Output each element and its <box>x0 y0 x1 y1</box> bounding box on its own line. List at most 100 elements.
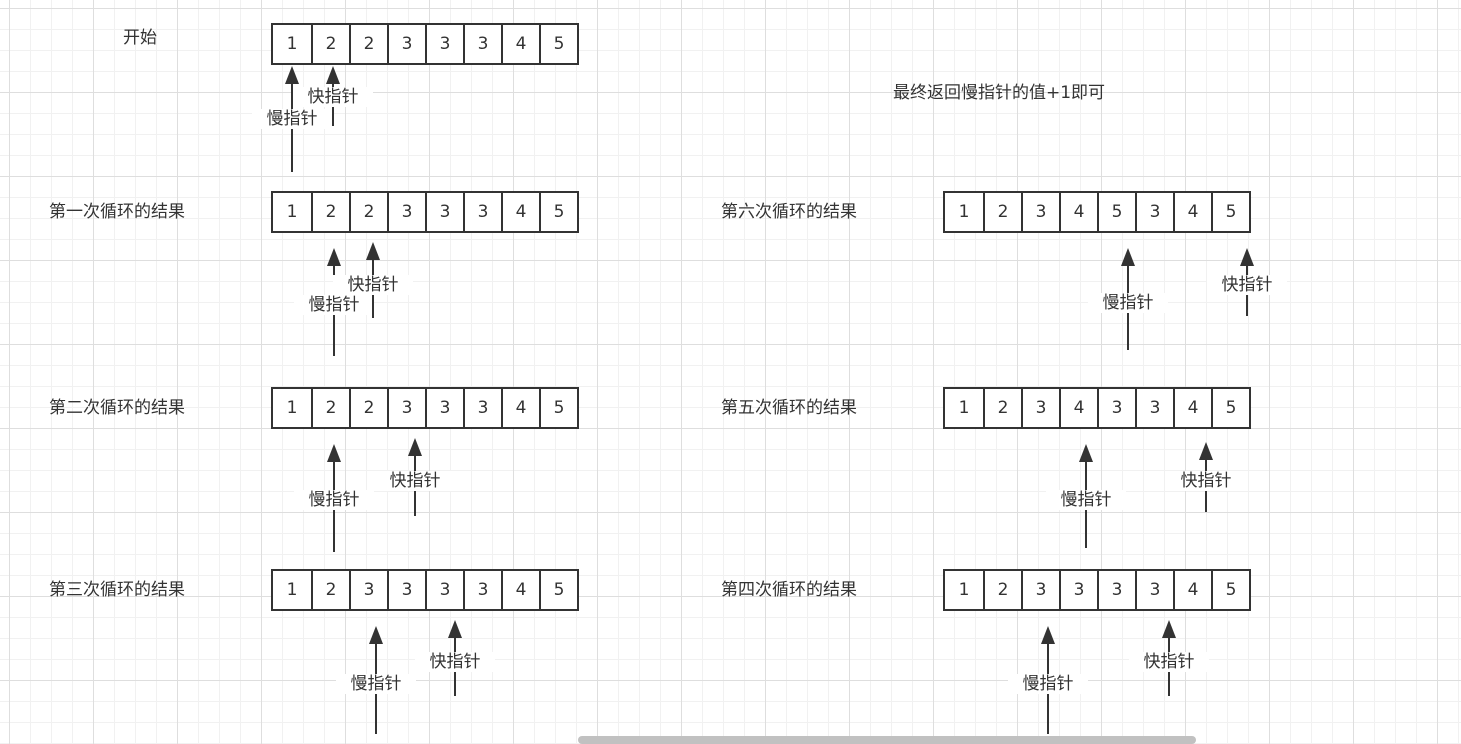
array-cell: 5 <box>539 25 577 63</box>
array-cell: 1 <box>286 398 298 418</box>
array-cell: 3 <box>1021 193 1059 231</box>
array-cell: 1 <box>286 34 298 54</box>
array-cell: 4 <box>501 389 539 427</box>
array-cell: 2 <box>983 193 1021 231</box>
row-label-loop-6: 第六次循环的结果 <box>721 202 857 222</box>
row-label-loop-1: 第一次循环的结果 <box>49 202 185 222</box>
array-cell: 3 <box>425 389 463 427</box>
array-loop-4: 1 2 3 3 3 3 4 5 <box>943 569 1251 611</box>
array-cell: 2 <box>311 571 349 609</box>
array-cell: 2 <box>349 25 387 63</box>
array-cell: 5 <box>1211 571 1249 609</box>
array-cell: 2 <box>983 389 1021 427</box>
array-cell: 3 <box>463 571 501 609</box>
array-cell: 3 <box>425 193 463 231</box>
slow-pointer-arrow: 慢指针 <box>336 626 416 734</box>
array-cell: 5 <box>539 571 577 609</box>
slow-pointer-label: 慢指针 <box>294 490 374 510</box>
fast-pointer-label: 快指针 <box>375 471 455 491</box>
fast-pointer-label: 快指针 <box>293 87 373 107</box>
fast-pointer-label: 快指针 <box>333 275 413 295</box>
array-cell: 2 <box>349 193 387 231</box>
array-cell: 4 <box>501 193 539 231</box>
array-cell: 3 <box>425 25 463 63</box>
slow-pointer-arrow: 慢指针 <box>1088 248 1168 350</box>
array-cell: 3 <box>349 571 387 609</box>
array-cell: 1 <box>958 398 970 418</box>
array-loop-5: 1 2 3 4 3 3 4 5 <box>943 387 1251 429</box>
horizontal-scrollbar[interactable] <box>578 736 1196 744</box>
fast-pointer-label: 快指针 <box>415 652 495 672</box>
fast-pointer-arrow: 快指针 <box>293 66 373 126</box>
array-cell: 1 <box>286 202 298 222</box>
array-cell: 2 <box>311 389 349 427</box>
row-label-loop-5: 第五次循环的结果 <box>721 398 857 418</box>
array-cell: 3 <box>387 193 425 231</box>
array-cell: 3 <box>387 571 425 609</box>
array-loop-2: 1 2 2 3 3 3 4 5 <box>271 387 579 429</box>
slow-pointer-arrow: 慢指针 <box>252 66 332 172</box>
array-cell: 3 <box>1059 571 1097 609</box>
array-cell: 3 <box>1097 389 1135 427</box>
array-cell: 3 <box>1135 193 1173 231</box>
slow-pointer-label: 慢指针 <box>1046 490 1126 510</box>
array-cell: 4 <box>501 25 539 63</box>
array-cell: 3 <box>425 571 463 609</box>
final-note: 最终返回慢指针的值+1即可 <box>893 83 1106 103</box>
array-cell: 2 <box>983 571 1021 609</box>
array-cell: 2 <box>311 25 349 63</box>
array-loop-6: 1 2 3 4 5 3 4 5 <box>943 191 1251 233</box>
fast-pointer-arrow: 快指针 <box>1166 442 1246 512</box>
array-cell: 3 <box>1021 389 1059 427</box>
array-loop-3: 1 2 3 3 3 3 4 5 <box>271 569 579 611</box>
array-cell: 2 <box>311 193 349 231</box>
slow-pointer-arrow: 慢指针 <box>294 444 374 552</box>
fast-pointer-label: 快指针 <box>1129 652 1209 672</box>
slow-pointer-label: 慢指针 <box>1088 293 1168 313</box>
slow-pointer-arrow: 慢指针 <box>294 248 374 356</box>
fast-pointer-label: 快指针 <box>1207 275 1287 295</box>
array-cell: 1 <box>286 580 298 600</box>
array-cell: 3 <box>463 389 501 427</box>
array-cell: 3 <box>463 193 501 231</box>
array-cell: 3 <box>387 25 425 63</box>
slow-pointer-arrow: 慢指针 <box>1046 444 1126 548</box>
array-cell: 4 <box>1173 193 1211 231</box>
array-cell: 3 <box>463 25 501 63</box>
fast-pointer-arrow: 快指针 <box>333 242 413 318</box>
slow-pointer-arrow: 慢指针 <box>1008 626 1088 734</box>
array-cell: 3 <box>387 389 425 427</box>
array-cell: 4 <box>1173 571 1211 609</box>
array-cell: 4 <box>1173 389 1211 427</box>
row-label-loop-2: 第二次循环的结果 <box>49 398 185 418</box>
array-cell: 1 <box>958 202 970 222</box>
fast-pointer-arrow: 快指针 <box>1129 620 1209 696</box>
array-cell: 5 <box>1097 193 1135 231</box>
fast-pointer-arrow: 快指针 <box>375 438 455 516</box>
array-cell: 1 <box>958 580 970 600</box>
array-cell: 5 <box>539 389 577 427</box>
array-cell: 4 <box>501 571 539 609</box>
array-cell: 4 <box>1059 389 1097 427</box>
array-cell: 5 <box>1211 389 1249 427</box>
slow-pointer-label: 慢指针 <box>294 295 374 315</box>
array-cell: 3 <box>1135 571 1173 609</box>
array-cell: 3 <box>1021 571 1059 609</box>
slow-pointer-label: 慢指针 <box>1008 674 1088 694</box>
fast-pointer-label: 快指针 <box>1166 471 1246 491</box>
slow-pointer-label: 慢指针 <box>252 109 332 129</box>
array-cell: 2 <box>349 389 387 427</box>
row-label-start: 开始 <box>123 28 157 48</box>
array-cell: 3 <box>1135 389 1173 427</box>
row-label-loop-4: 第四次循环的结果 <box>721 580 857 600</box>
array-loop-1: 1 2 2 3 3 3 4 5 <box>271 191 579 233</box>
array-cell: 5 <box>539 193 577 231</box>
array-cell: 5 <box>1211 193 1249 231</box>
fast-pointer-arrow: 快指针 <box>415 620 495 696</box>
array-start: 1 2 2 3 3 3 4 5 <box>271 23 579 65</box>
slow-pointer-label: 慢指针 <box>336 674 416 694</box>
fast-pointer-arrow: 快指针 <box>1207 248 1287 316</box>
row-label-loop-3: 第三次循环的结果 <box>49 580 185 600</box>
array-cell: 3 <box>1097 571 1135 609</box>
